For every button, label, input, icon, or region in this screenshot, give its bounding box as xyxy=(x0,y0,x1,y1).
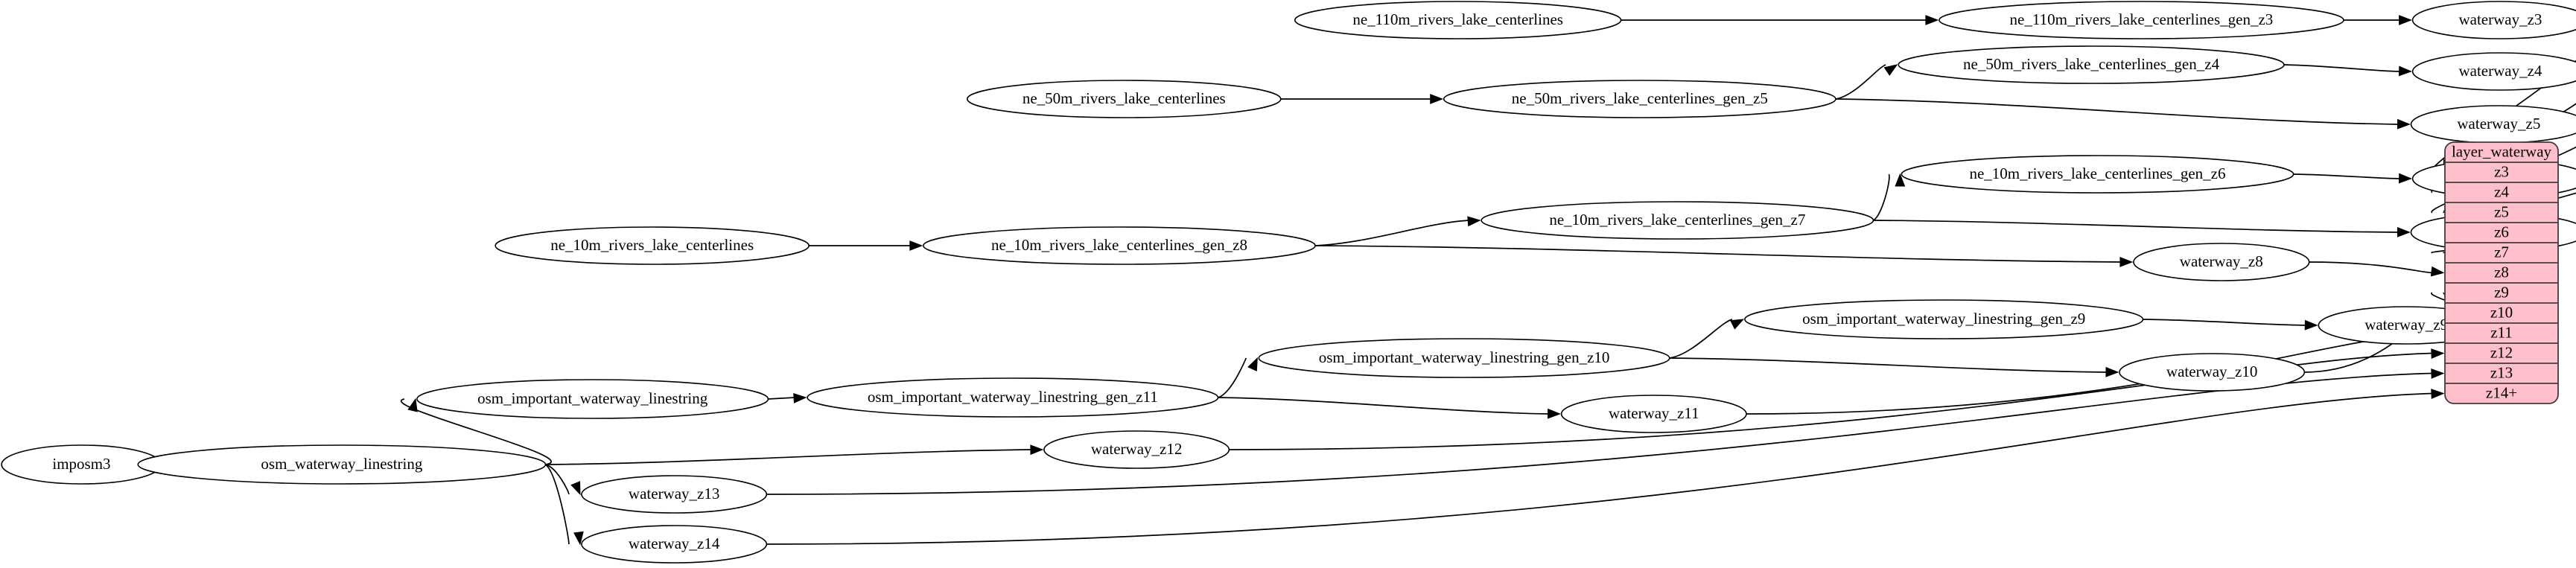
arrowhead xyxy=(2431,368,2445,379)
node-shape xyxy=(2411,1,2576,39)
node-shape xyxy=(966,80,1282,118)
arrowhead xyxy=(1925,15,1939,25)
node-ne_10m_rivers_lake_centerlines_gen_z8[interactable]: ne_10m_rivers_lake_centerlines_gen_z8 xyxy=(923,226,1316,265)
node-shape xyxy=(1898,45,2285,84)
node-waterway_z4[interactable]: waterway_z4 xyxy=(2411,52,2576,91)
edge-waterway_z11-to-record-8 xyxy=(1746,332,2433,415)
node-ne_110m_rivers_lake_centerlines_gen_z3[interactable]: ne_110m_rivers_lake_centerlines_gen_z3 xyxy=(1939,1,2344,39)
edge-osm_important_waterway_linestring_gen_z10-to-waterway_z10 xyxy=(1669,357,2107,373)
record-table-outline xyxy=(2444,141,2559,404)
node-shape xyxy=(2410,105,2576,144)
arrowhead xyxy=(1030,444,1044,456)
node-osm_important_waterway_linestring_gen_z11[interactable]: osm_important_waterway_linestring_gen_z1… xyxy=(807,377,1219,418)
node-ne_110m_rivers_lake_centerlines[interactable]: ne_110m_rivers_lake_centerlines xyxy=(1294,1,1622,39)
arrowhead xyxy=(2399,15,2412,25)
node-waterway_z14[interactable]: waterway_z14 xyxy=(581,525,768,564)
node-shape xyxy=(1294,1,1622,39)
node-ne_50m_rivers_lake_centerlines_gen_z5[interactable]: ne_50m_rivers_lake_centerlines_gen_z5 xyxy=(1443,80,1836,118)
edge-ne_50m_rivers_lake_centerlines_gen_z5-to-waterway_z5 xyxy=(1835,98,2399,125)
node-shape xyxy=(2411,52,2576,91)
arrowhead xyxy=(2431,348,2445,359)
node-shape xyxy=(416,379,769,419)
arrowhead xyxy=(2398,66,2412,77)
node-ne_50m_rivers_lake_centerlines[interactable]: ne_50m_rivers_lake_centerlines xyxy=(966,80,1282,118)
arrowhead xyxy=(793,393,807,403)
arrowhead xyxy=(1730,319,1745,330)
node-osm_waterway_linestring[interactable]: osm_waterway_linestring xyxy=(137,444,547,485)
node-shape xyxy=(581,525,768,564)
node-waterway_z12[interactable]: waterway_z12 xyxy=(1043,430,1230,469)
arrowhead xyxy=(1883,64,1898,76)
arrowhead xyxy=(909,240,923,251)
node-waterway_z3[interactable]: waterway_z3 xyxy=(2411,1,2576,39)
node-ne_50m_rivers_lake_centerlines_gen_z4[interactable]: ne_50m_rivers_lake_centerlines_gen_z4 xyxy=(1898,45,2285,84)
edge-ne_10m_rivers_lake_centerlines_gen_z8-to-ne_10m_rivers_lake_centerlines_gen_z7 xyxy=(1315,220,1469,246)
node-shape xyxy=(137,444,547,485)
edge-waterway_z8-to-record-5 xyxy=(2309,261,2433,274)
node-shape xyxy=(1258,338,1670,378)
edge-ne_50m_rivers_lake_centerlines_gen_z5-to-ne_50m_rivers_lake_centerlines_gen_z4 xyxy=(1835,64,1886,100)
arrowhead xyxy=(2398,173,2412,184)
node-waterway_z11[interactable]: waterway_z11 xyxy=(1560,395,1747,433)
node-shape xyxy=(807,377,1219,418)
node-shape xyxy=(1744,299,2144,339)
edge-osm_important_waterway_linestring_gen_z11-to-osm_important_waterway_linestring_gen_z10 xyxy=(1218,357,1247,398)
edge-osm_important_waterway_linestring_gen_z10-to-osm_important_waterway_linestring_gen_z9 xyxy=(1669,319,1733,359)
node-shape xyxy=(2119,353,2306,392)
node-osm_important_waterway_linestring_gen_z10[interactable]: osm_important_waterway_linestring_gen_z1… xyxy=(1258,338,1670,378)
edge-ne_10m_rivers_lake_centerlines_gen_z7-to-ne_10m_rivers_lake_centerlines_gen_z6 xyxy=(1872,173,1890,221)
node-shape xyxy=(1443,80,1836,118)
edge-waterway_z12-to-record-9 xyxy=(1229,352,2433,450)
node-shape xyxy=(2133,243,2310,281)
edge-osm_waterway_linestring-to-waterway_z13 xyxy=(545,464,570,495)
edge-ne_10m_rivers_lake_centerlines_gen_z6-to-waterway_z6 xyxy=(2293,173,2400,179)
node-waterway_z8[interactable]: waterway_z8 xyxy=(2133,243,2310,281)
node-osm_important_waterway_linestring_gen_z9[interactable]: osm_important_waterway_linestring_gen_z9 xyxy=(1744,299,2144,339)
node-ne_10m_rivers_lake_centerlines[interactable]: ne_10m_rivers_lake_centerlines xyxy=(494,226,810,265)
edge-ne_50m_rivers_lake_centerlines_gen_z4-to-waterway_z4 xyxy=(2283,64,2400,72)
edge-ne_10m_rivers_lake_centerlines_gen_z8-to-waterway_z8 xyxy=(1315,245,2121,263)
arrowhead xyxy=(1895,173,1906,187)
arrowhead xyxy=(1547,408,1561,419)
edge-osm_waterway_linestring-to-waterway_z12 xyxy=(545,449,1031,465)
node-shape xyxy=(1560,395,1747,433)
arrowhead xyxy=(2119,256,2134,267)
node-waterway_z5[interactable]: waterway_z5 xyxy=(2410,105,2576,144)
arrowhead xyxy=(570,481,581,496)
edge-waterway_z14-to-record-11 xyxy=(766,392,2433,545)
node-ne_10m_rivers_lake_centerlines_gen_z7[interactable]: ne_10m_rivers_lake_centerlines_gen_z7 xyxy=(1481,201,1874,240)
node-shape xyxy=(1043,430,1230,469)
arrowhead xyxy=(407,398,418,412)
record-table-layer: layer_waterwayz3z4z5z6z7z8z9z10z11z12z13… xyxy=(2444,141,2559,404)
arrowhead xyxy=(1467,216,1481,227)
node-waterway_z13[interactable]: waterway_z13 xyxy=(581,475,768,514)
node-osm_important_waterway_linestring[interactable]: osm_important_waterway_linestring xyxy=(416,379,769,419)
arrowhead xyxy=(1247,357,1258,371)
edge-osm_waterway_linestring-to-waterway_z14 xyxy=(544,464,570,545)
edge-osm_waterway_linestring-to-osm_important_waterway_linestring xyxy=(401,398,552,465)
arrowhead xyxy=(2105,366,2119,377)
arrowhead xyxy=(2304,319,2318,331)
arrowhead xyxy=(2431,389,2445,400)
edge-ne_10m_rivers_lake_centerlines_gen_z7-to-waterway_z7 xyxy=(1873,220,2399,233)
edge-osm_important_waterway_linestring-to-osm_important_waterway_linestring_gen_z11 xyxy=(768,397,795,400)
edge-osm_important_waterway_linestring_gen_z11-to-waterway_z11 xyxy=(1218,397,1549,415)
edge-osm_important_waterway_linestring_gen_z9-to-waterway_z9 xyxy=(2143,319,2306,326)
node-shape xyxy=(494,226,810,265)
node-shape xyxy=(581,475,768,514)
arrowhead xyxy=(1430,94,1444,104)
arrowhead xyxy=(2397,118,2411,130)
edge-waterway_z3-to-record-0 xyxy=(2431,60,2576,173)
node-shape xyxy=(1901,155,2294,194)
node-ne_10m_rivers_lake_centerlines_gen_z6[interactable]: ne_10m_rivers_lake_centerlines_gen_z6 xyxy=(1901,155,2294,194)
node-shape xyxy=(923,226,1316,265)
arrowhead xyxy=(2397,226,2411,237)
node-shape xyxy=(1481,201,1874,240)
arrowhead xyxy=(2430,266,2445,277)
node-shape xyxy=(1939,1,2344,39)
node-waterway_z10[interactable]: waterway_z10 xyxy=(2119,353,2306,392)
arrowhead xyxy=(573,531,584,546)
